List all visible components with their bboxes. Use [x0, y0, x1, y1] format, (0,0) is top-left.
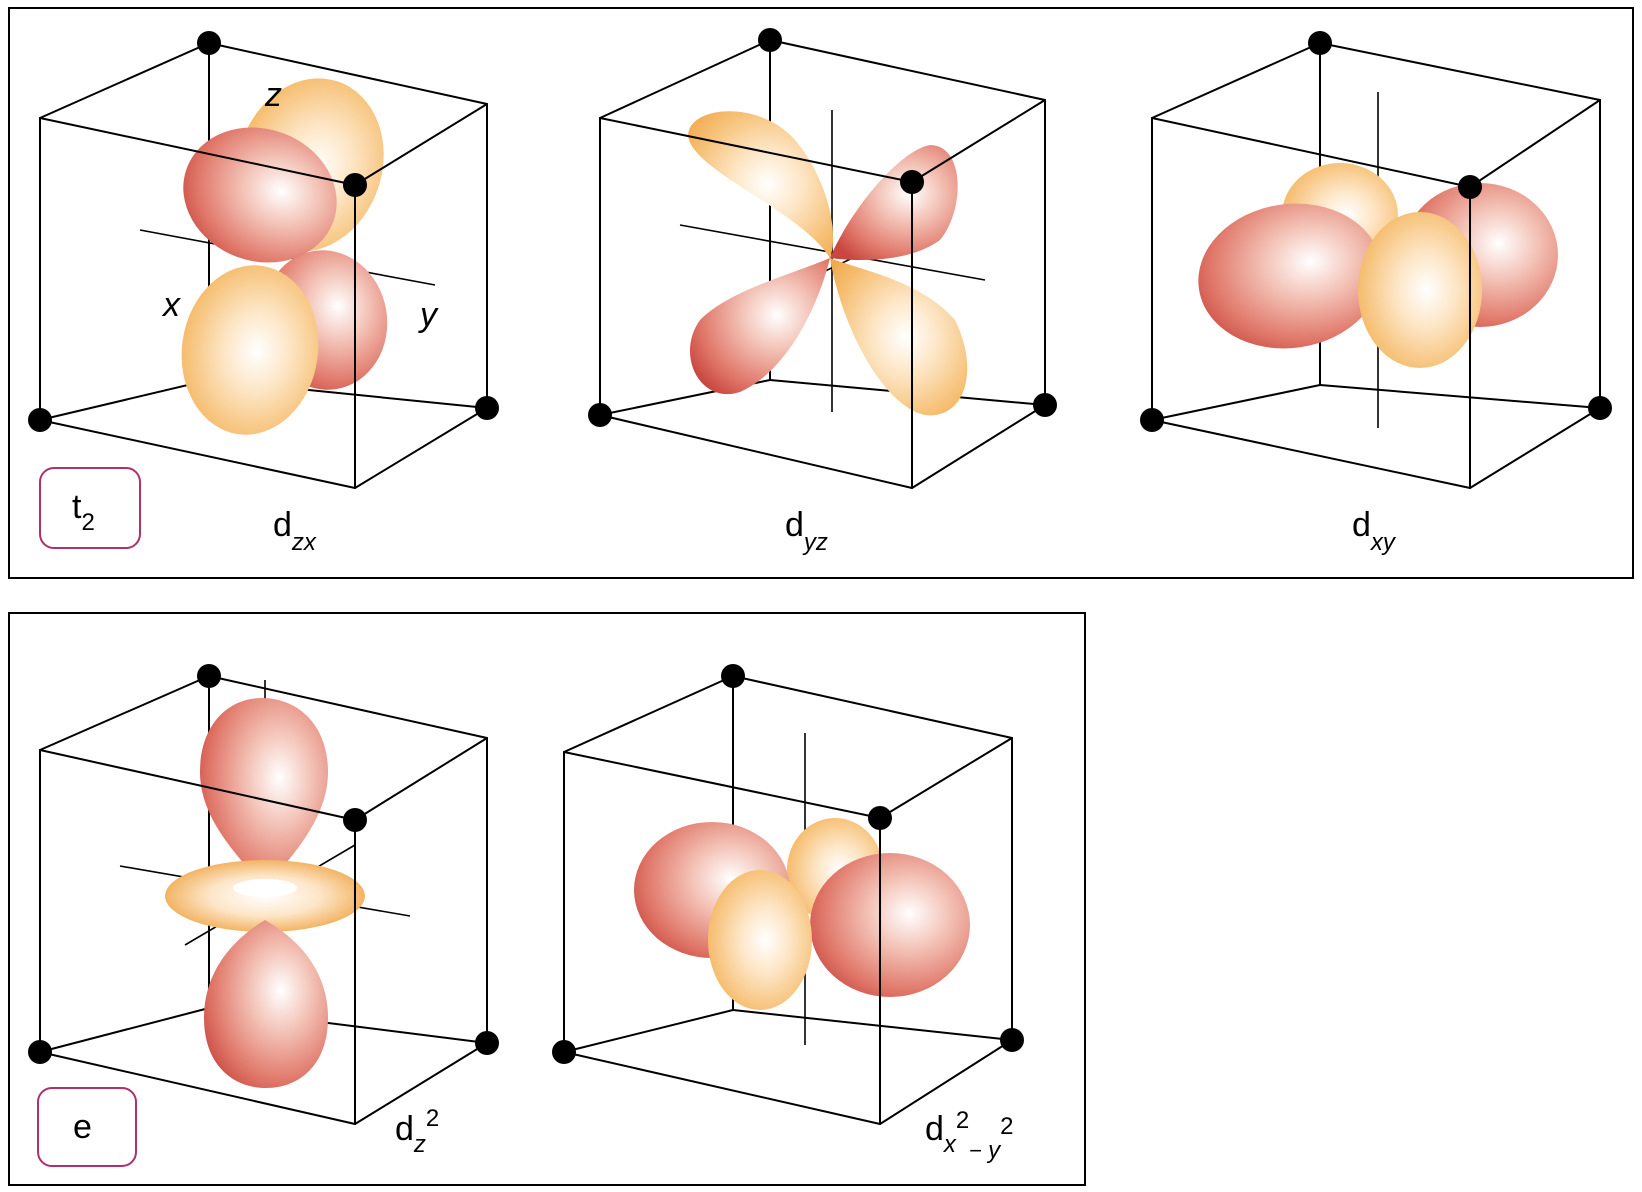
- dzx-ligand: [28, 408, 52, 432]
- dz2-ligand: [197, 664, 221, 688]
- dx2y2-ligand: [721, 664, 745, 688]
- dz2-torus-hole: [233, 879, 297, 897]
- dyz-label: dyz: [785, 506, 828, 556]
- dyz-lobe-upper-right: [830, 145, 958, 261]
- dyz-ligand: [900, 170, 924, 194]
- dxy-ligand: [1140, 408, 1164, 432]
- e-group-badge: [37, 1087, 137, 1167]
- dx2y2-label: dx2−y2: [925, 1107, 1014, 1164]
- dz2-lobe-bottom: [204, 920, 328, 1088]
- dzx-cube-front: [39, 42, 488, 489]
- dxy-lobe-front: [1358, 212, 1482, 368]
- dz2-lobe-top: [200, 698, 328, 888]
- dyz-ligand: [1033, 393, 1057, 417]
- dzx-ligand: [197, 31, 221, 55]
- dyz-ligand: [588, 403, 612, 427]
- t2-panel: [8, 7, 1634, 579]
- dxy-orbital: dxy: [1140, 31, 1612, 556]
- dx2y2-cube-front: [563, 675, 1013, 1125]
- t2-group-badge: [39, 467, 141, 549]
- dz2-ligand: [343, 808, 367, 832]
- dz2-label: dz2: [395, 1105, 439, 1158]
- dz2-orbital: dz2: [28, 664, 499, 1158]
- dxy-cube-front: [1151, 42, 1601, 489]
- e-group-label: e: [73, 1108, 92, 1146]
- dzx-ligand: [475, 396, 499, 420]
- x-axis-label: x: [161, 286, 181, 324]
- dxy-ligand: [1588, 396, 1612, 420]
- dx2y2-lobe-front: [708, 870, 812, 1010]
- dyz-lobe-upper-left: [688, 111, 834, 258]
- dyz-lobe-lower-right: [830, 258, 968, 416]
- dx2y2-ligand: [1000, 1028, 1024, 1052]
- y-axis-label: y: [418, 296, 439, 334]
- dxy-ligand: [1458, 175, 1482, 199]
- dzx-lobe-front-top: [183, 127, 337, 263]
- dx2y2-orbital: dx2−y2: [552, 664, 1024, 1164]
- dzx-label: dzx: [273, 506, 317, 556]
- dxy-label: dxy: [1352, 506, 1397, 556]
- dxy-lobe-left: [1198, 203, 1382, 349]
- z-axis-label: z: [264, 76, 282, 114]
- dzx-orbital: z x y dzx: [28, 31, 499, 556]
- dz2-cube-front: [39, 675, 488, 1125]
- dyz-orbital: dyz: [588, 28, 1057, 556]
- e-panel: [8, 612, 1086, 1186]
- dxy-ligand: [1308, 31, 1332, 55]
- dyz-ligand: [758, 28, 782, 52]
- dx2y2-ligand: [868, 806, 892, 830]
- dx2y2-ligand: [552, 1040, 576, 1064]
- dyz-cube-front: [599, 39, 1046, 489]
- dyz-lobe-lower-left: [689, 258, 830, 395]
- dz2-ligand: [475, 1031, 499, 1055]
- dzx-ligand: [343, 173, 367, 197]
- dz2-ligand: [28, 1040, 52, 1064]
- t2-group-label: t2: [72, 488, 95, 536]
- dx2y2-lobe-right: [810, 853, 970, 997]
- dzx-lobe-front-bottom: [181, 265, 319, 435]
